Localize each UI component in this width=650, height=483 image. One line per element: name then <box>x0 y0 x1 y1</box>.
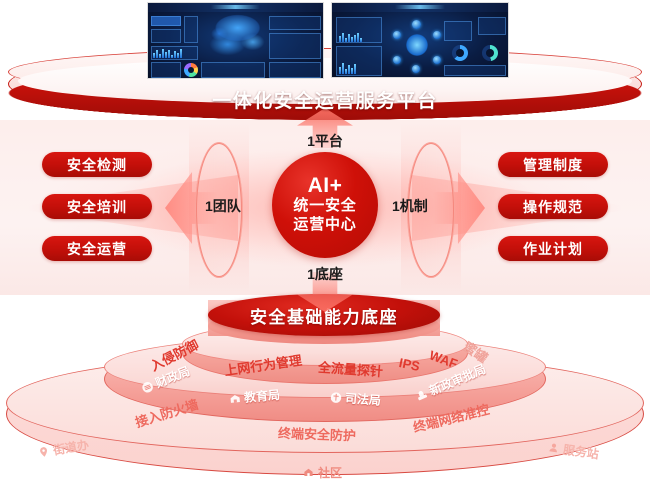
dashboard-screenshot-right <box>331 2 509 78</box>
panel <box>269 33 321 59</box>
pill-security-operation[interactable]: 安全运营 <box>42 236 152 261</box>
platform-title: 一体化安全运营服务平台 <box>212 91 438 112</box>
right-ring <box>406 141 456 279</box>
dashboard-right-body <box>332 3 508 77</box>
platform-disc <box>0 42 650 134</box>
network-node <box>433 56 441 64</box>
panel <box>336 17 382 43</box>
panel <box>151 62 181 78</box>
person-icon <box>549 443 557 453</box>
bureau-admin-approval[interactable]: 新政审批局 <box>413 360 489 405</box>
panel <box>444 21 472 41</box>
bar-chart <box>153 49 182 58</box>
gauge-chart <box>482 45 498 61</box>
center-label-ai: AI+ <box>307 174 343 198</box>
coin-icon <box>142 381 153 393</box>
panel <box>269 62 321 78</box>
network-node <box>393 56 401 64</box>
label-one-base: 1底座 <box>307 266 343 282</box>
school-icon <box>230 394 240 403</box>
dashboard-left-header <box>148 3 323 12</box>
center-label-line3: 运营中心 <box>293 216 357 234</box>
dashboard-screenshot-left <box>147 2 324 79</box>
panel <box>444 65 506 76</box>
platform-disc-inner-face <box>18 58 632 104</box>
panel <box>151 29 181 43</box>
pill-work-plan[interactable]: 作业计划 <box>498 236 608 261</box>
bureau-justice[interactable]: 司法局 <box>329 388 381 409</box>
label-one-team: 1团队 <box>205 198 241 214</box>
panel <box>269 16 321 30</box>
panel <box>184 16 198 43</box>
bureau-finance[interactable]: 财政局 <box>139 362 193 397</box>
stamp-icon <box>417 390 427 400</box>
bar-chart <box>339 33 362 42</box>
network-node <box>393 31 401 39</box>
pill-security-detection[interactable]: 安全检测 <box>42 152 152 177</box>
pill-management-system[interactable]: 管理制度 <box>498 152 608 177</box>
dashboard-right-header <box>332 3 508 12</box>
bureau-education[interactable]: 教育局 <box>228 386 281 407</box>
panel <box>201 62 265 78</box>
pill-operation-spec[interactable]: 操作规范 <box>498 194 608 219</box>
label-one-mechanism: 1机制 <box>392 198 428 214</box>
bureau-education-label: 教育局 <box>243 387 281 405</box>
gauge-chart <box>452 45 468 61</box>
donut-chart <box>184 63 198 77</box>
base-title: 安全基础能力底座 <box>250 307 398 327</box>
center-label-line2: 统一安全 <box>293 197 357 215</box>
left-ring <box>194 141 244 279</box>
dashboard-left-body <box>148 3 323 78</box>
ground-node-community-label: 社区 <box>318 466 343 480</box>
network-node <box>412 20 421 29</box>
label-one-platform: 1平台 <box>307 133 343 149</box>
home-icon <box>304 468 313 476</box>
network-node <box>433 31 441 39</box>
center-node-glow <box>406 34 428 56</box>
ground-node-street-office[interactable]: 街道办 <box>37 436 90 462</box>
ground-node-community[interactable]: 社区 <box>303 464 342 481</box>
bureau-justice-label: 司法局 <box>344 391 382 408</box>
center-circle-soc[interactable]: AI+ 统一安全 运营中心 <box>272 152 378 258</box>
capability-endpoint-protection: 终端安全防护 <box>277 425 357 444</box>
pin-icon <box>40 447 47 457</box>
panel <box>151 16 181 26</box>
panel <box>478 17 506 35</box>
scale-icon <box>330 391 342 403</box>
bar-chart <box>339 63 356 74</box>
pill-security-training[interactable]: 安全培训 <box>42 194 152 219</box>
china-map-visual <box>193 9 278 68</box>
ground-node-service-station[interactable]: 服务站 <box>547 439 600 463</box>
network-node <box>412 65 420 73</box>
